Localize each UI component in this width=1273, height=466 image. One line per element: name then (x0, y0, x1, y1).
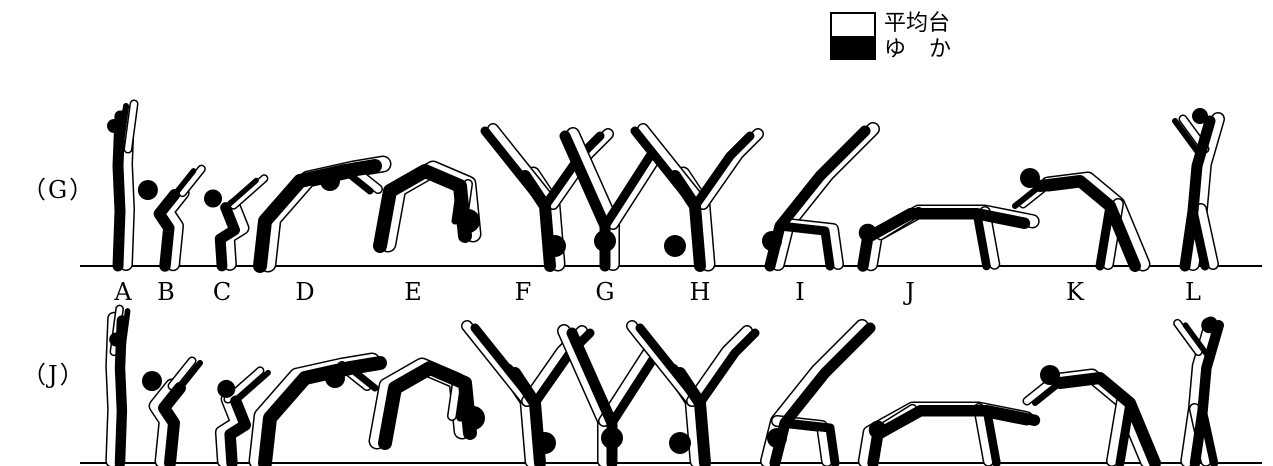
phase-label-b: B (157, 278, 175, 306)
floor-figure-j-8 (640, 328, 755, 463)
floor-figure-g-2 (138, 171, 194, 266)
sequence-j (109, 309, 1219, 463)
phase-label-k: K (1066, 278, 1085, 306)
sequence-g (107, 104, 1218, 266)
floor-figure-j-4 (265, 363, 380, 463)
floor-figure-g-10 (859, 214, 1025, 266)
phase-label-d: D (295, 278, 314, 306)
floor-figure-g-8 (635, 131, 750, 266)
phase-label-l: L (1185, 278, 1201, 306)
phase-label-g: G (595, 278, 614, 306)
phase-label-e: E (404, 278, 422, 306)
phase-label-a: A (113, 278, 132, 306)
phase-label-i: I (795, 278, 804, 306)
phase-label-f: F (515, 278, 532, 306)
beam-figure-g-7 (573, 134, 658, 264)
phase-label-j: J (902, 278, 915, 306)
phase-label-h: H (690, 278, 711, 306)
beam-figure-g-1 (126, 104, 134, 264)
phase-label-c: C (213, 278, 231, 306)
floor-figure-g-1 (107, 106, 126, 266)
floor-figure-j-2 (142, 363, 200, 463)
